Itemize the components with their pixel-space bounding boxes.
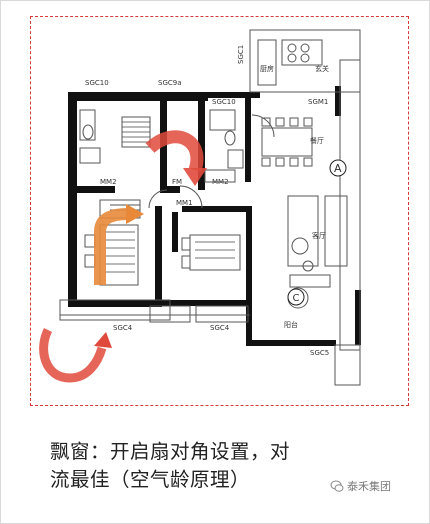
label-balcony: 阳台 [284,320,298,329]
caption: 飘窗：开启扇对角设置，对 流最佳（空气龄原理） [50,438,370,494]
label-sgc9a: SGC9a [158,79,182,87]
label-mm2-left: MM2 [100,178,117,186]
floor-plan: A C SGC10 SGC9a SGC10 SGC1 SGM1 厨房 玄关 餐厅… [39,29,361,386]
airflow-arrow-bathroom [145,130,207,186]
label-sgc4-left: SGC4 [113,324,133,332]
label-mm1: MM1 [176,199,193,207]
hatching [105,121,235,273]
label-kitchen: 厨房 [260,64,274,73]
label-sgc10-left: SGC10 [85,79,109,87]
svg-text:C: C [293,293,300,304]
label-sgc5: SGC5 [310,349,329,357]
marker-c: C [287,288,305,306]
caption-line-1: 飘窗：开启扇对角设置，对 [50,440,291,463]
highlight-dashed-box [30,16,409,406]
label-dining: 餐厅 [310,136,324,145]
thin-lines [59,29,361,386]
label-sgc1: SGC1 [237,45,245,64]
caption-line-2: 流最佳（空气龄原理） [50,468,251,491]
label-mm2-right: MM2 [212,178,229,186]
svg-text:A: A [334,162,342,175]
label-entrance: 玄关 [315,64,329,73]
label-sgc10-right: SGC10 [212,98,236,106]
label-sgm1: SGM1 [308,98,328,106]
label-living: 客厅 [312,231,326,240]
label-sgc4-right: SGC4 [210,324,230,332]
airflow-arrow-outside [39,327,112,383]
watermark-text: 泰禾集团 [347,480,391,493]
wechat-icon [330,480,344,492]
plan-labels: SGC10 SGC9a SGC10 SGC1 SGM1 厨房 玄关 餐厅 MM2… [85,45,329,357]
label-fm: FM [172,178,182,186]
watermark: 泰禾集团 [330,478,391,494]
airflow-arrow-bedroom [94,204,144,285]
marker-a: A [329,159,347,177]
